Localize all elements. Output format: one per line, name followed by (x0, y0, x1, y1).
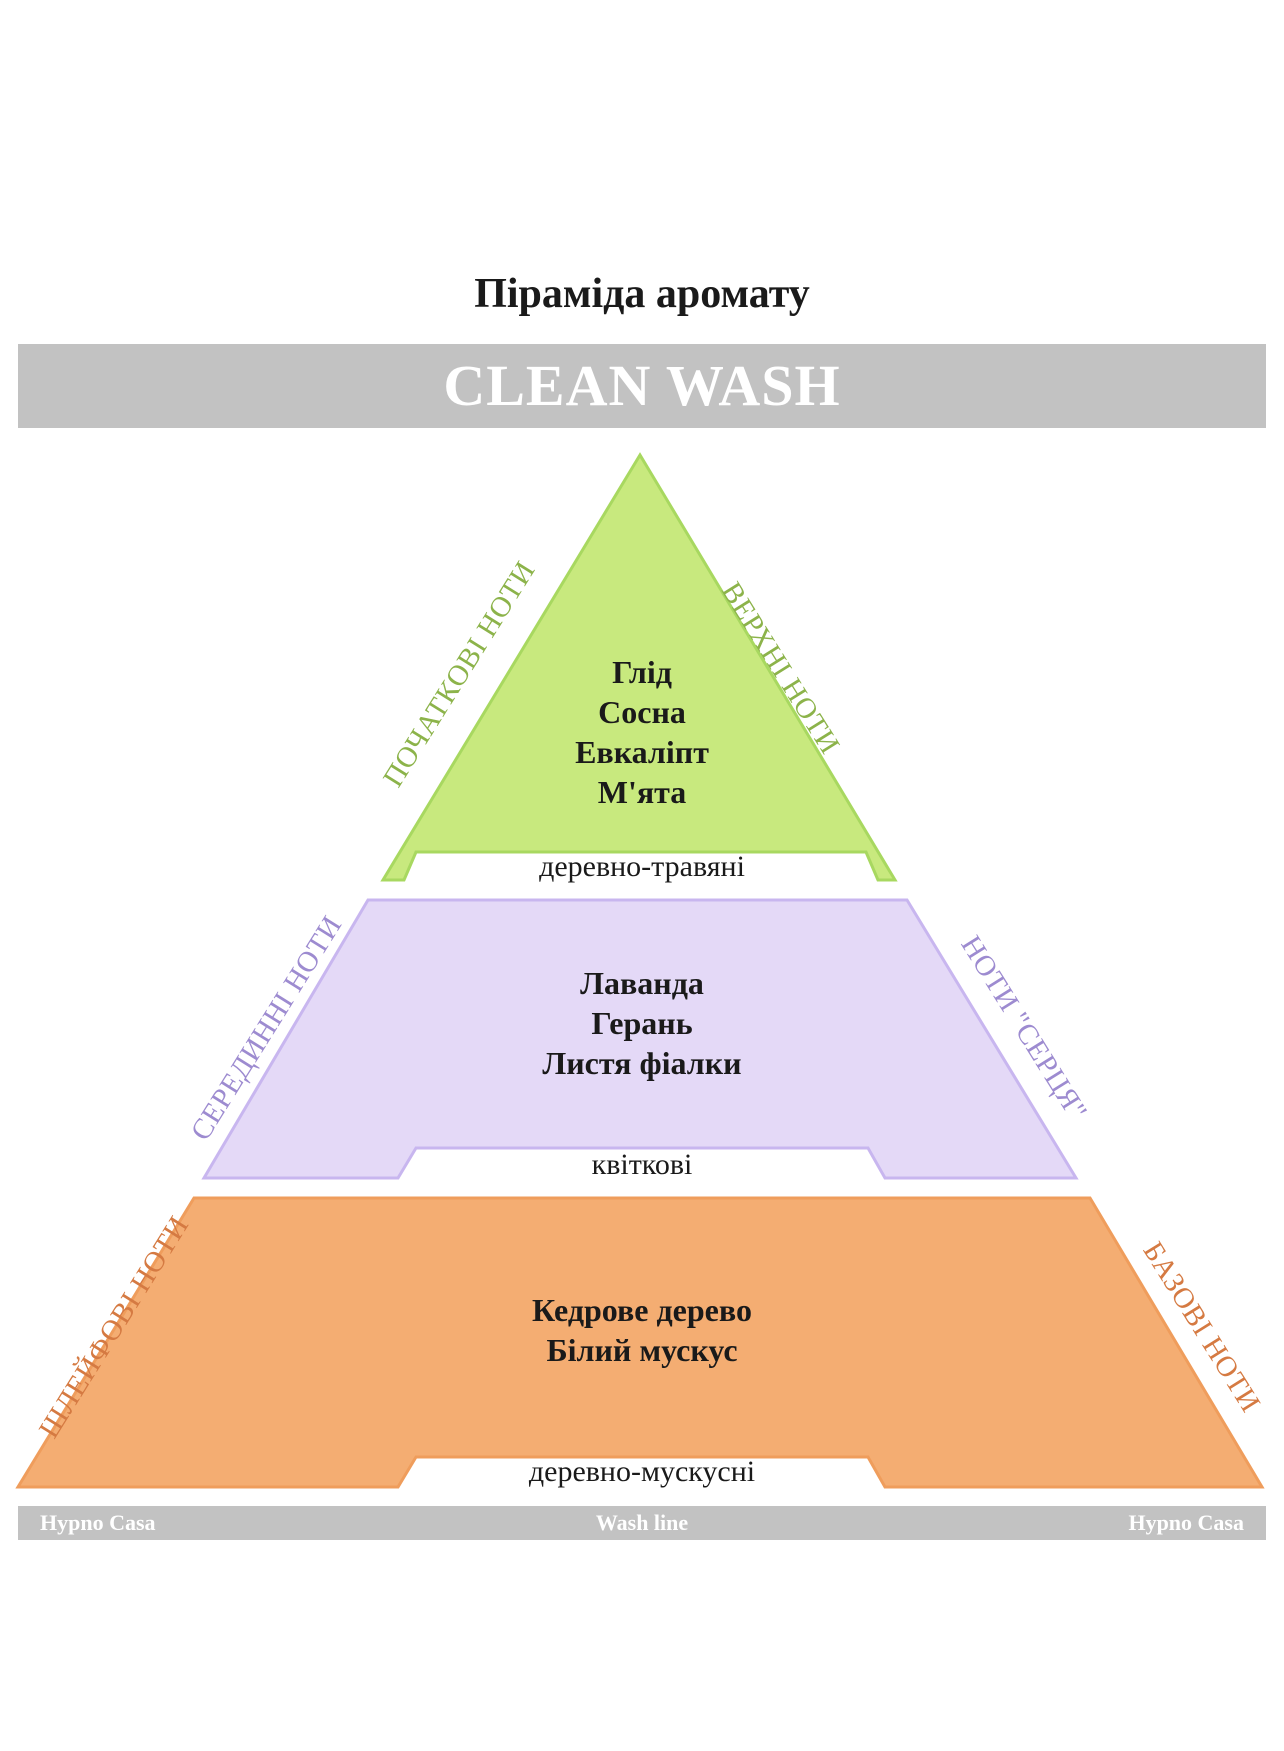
footer-line-name: Wash line (595, 1510, 689, 1535)
page-title: Піраміда аромату (474, 271, 810, 317)
footer-bar: Hypno Casa Wash line Hypno Casa (18, 1506, 1266, 1540)
middle-notes-list: Лаванда Герань Листя фіалки (0, 963, 1284, 1083)
banner-text: CLEAN WASH (443, 353, 841, 418)
base-notes-list: Кедрове дерево Білий мускус (0, 1290, 1284, 1370)
footer-brand-right: Hypno Casa (1128, 1510, 1244, 1535)
top-note: Сосна (598, 694, 686, 730)
middle-tier-shape (201, 898, 1079, 1180)
top-tier-shape (380, 452, 898, 882)
middle-note: Листя фіалки (542, 1045, 742, 1081)
top-note: Глід (612, 654, 672, 690)
middle-note: Герань (591, 1005, 693, 1041)
top-note: М'ята (597, 774, 687, 810)
base-family-label: деревно-мускусні (528, 1455, 756, 1488)
base-note: Кедрове дерево (532, 1292, 752, 1328)
base-note: Білий мускус (546, 1332, 738, 1368)
top-notes-list: Глід Сосна Евкаліпт М'ята (0, 652, 1284, 812)
middle-family-label: квіткові (591, 1148, 693, 1181)
middle-note: Лаванда (580, 965, 704, 1001)
base-tier-shape (15, 1196, 1265, 1489)
top-family-label: деревно-травяні (539, 850, 745, 883)
footer-brand-left: Hypno Casa (40, 1510, 156, 1535)
top-note: Евкаліпт (575, 734, 709, 770)
title-banner: CLEAN WASH (18, 344, 1266, 428)
